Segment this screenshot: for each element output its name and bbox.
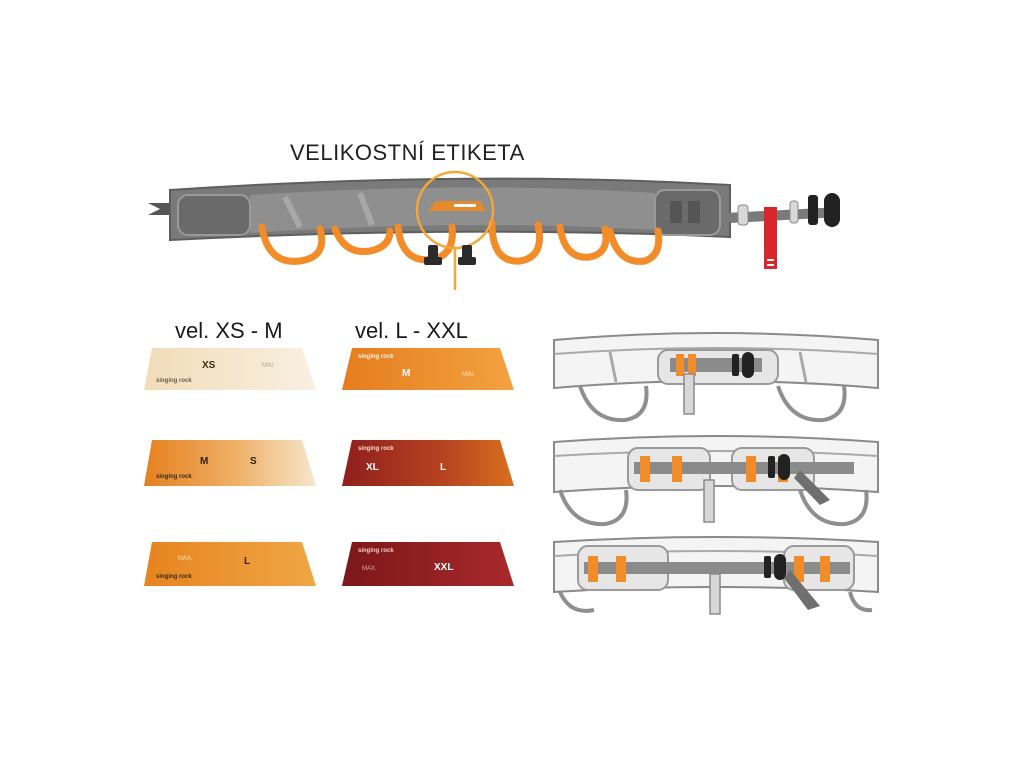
label-xxl: singing rock MAX. XXL bbox=[342, 542, 514, 586]
label-xs-brand: singing rock bbox=[156, 378, 192, 384]
belt-left-end bbox=[177, 194, 251, 236]
red-tag bbox=[764, 207, 777, 269]
buckle-icon-large bbox=[764, 554, 786, 580]
label-xs: XS MIN. singing rock bbox=[144, 348, 316, 390]
belt-right-webbing bbox=[670, 201, 700, 223]
column-title-xs-m: vel. XS - M bbox=[175, 318, 283, 343]
label-m-large: singing rock M MIN. bbox=[342, 348, 514, 390]
adjustment-large bbox=[553, 536, 879, 615]
under-buckles bbox=[424, 245, 476, 265]
adjustment-medium bbox=[553, 435, 879, 527]
label-l-size: L bbox=[244, 556, 250, 567]
label-m-s-size-m: M bbox=[200, 456, 208, 467]
label-m-s-brand: singing rock bbox=[156, 474, 192, 480]
label-xl-l-brand: singing rock bbox=[358, 446, 394, 452]
label-xl-l-size-l: L bbox=[440, 462, 446, 473]
label-m-large-mark: MIN. bbox=[462, 372, 475, 378]
label-xl-l: singing rock XL L bbox=[342, 440, 514, 486]
label-xl-l-size-xl: XL bbox=[366, 462, 379, 473]
label-xs-size: XS bbox=[202, 360, 216, 371]
belt-illustration bbox=[148, 170, 840, 290]
page-title: VELIKOSTNÍ ETIKETA bbox=[290, 140, 525, 165]
label-xxl-mark: MAX. bbox=[362, 566, 377, 572]
adjustment-diagrams bbox=[553, 332, 879, 615]
label-l: MAX. L singing rock bbox=[144, 542, 316, 586]
label-xxl-size: XXL bbox=[434, 562, 453, 573]
label-l-brand: singing rock bbox=[156, 574, 192, 580]
label-l-mark: MAX. bbox=[178, 556, 193, 562]
tail-loops bbox=[737, 200, 799, 226]
belt-stripes bbox=[282, 191, 375, 229]
label-m-s-size-s: S bbox=[250, 456, 257, 467]
buckle-icon bbox=[808, 193, 840, 227]
belt-right-end bbox=[654, 189, 721, 236]
red-tag-stripes bbox=[767, 259, 774, 266]
column-title-l-xxl: vel. L - XXL bbox=[355, 318, 468, 343]
adjustment-small bbox=[553, 332, 879, 423]
label-xxl-brand: singing rock bbox=[358, 548, 394, 554]
label-m-large-size: M bbox=[402, 368, 410, 379]
buckle-icon-medium bbox=[768, 454, 790, 480]
label-xs-mark: MIN. bbox=[262, 363, 275, 369]
label-m-large-brand: singing rock bbox=[358, 354, 394, 360]
size-labels: XS MIN. singing rock singing rock M MIN.… bbox=[144, 348, 514, 586]
buckle-icon-small bbox=[732, 352, 754, 378]
label-m-s: M S singing rock bbox=[144, 440, 316, 486]
